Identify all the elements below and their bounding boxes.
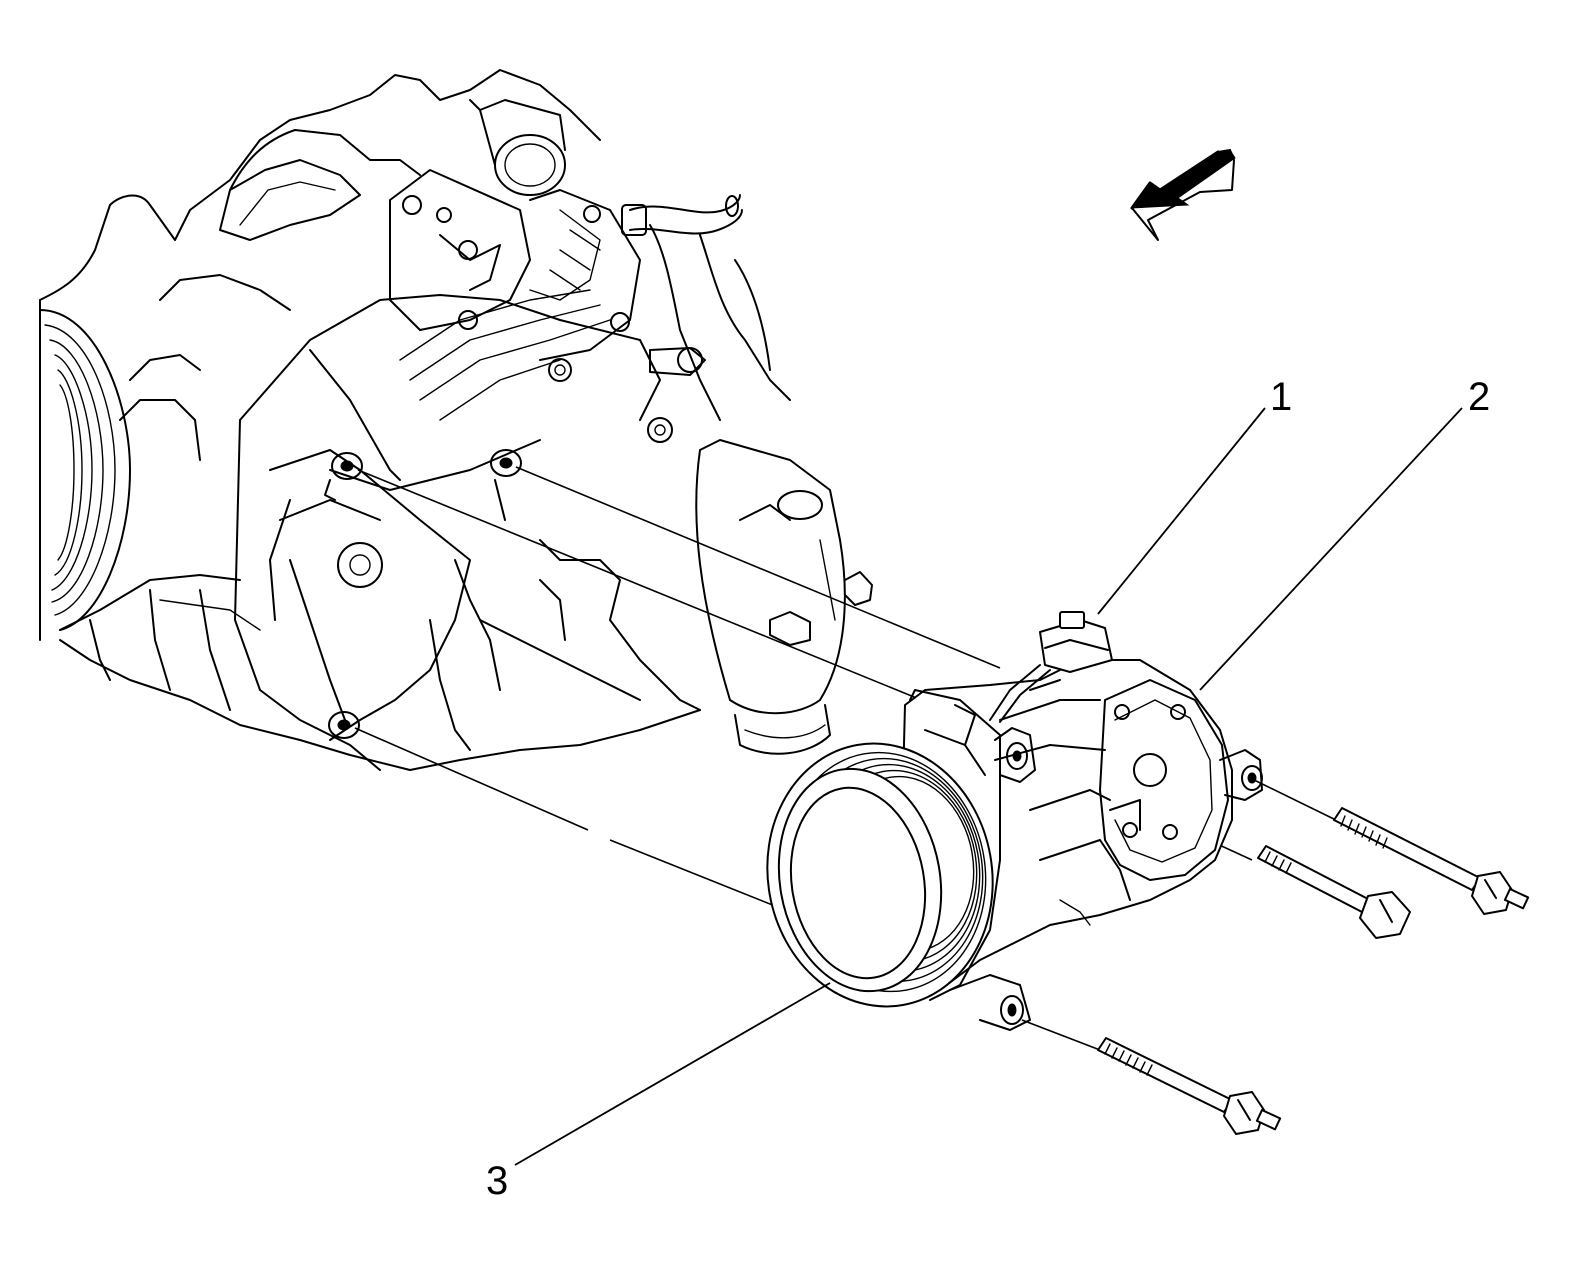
leader-line-2 — [1199, 407, 1463, 691]
crank-pulley — [39, 299, 131, 641]
alignment-line-upper-right — [515, 466, 1001, 669]
alignment-line-bolt-bottom — [1021, 1019, 1101, 1051]
coolant-hose — [621, 194, 791, 421]
engine-block-icon — [39, 69, 873, 771]
alignment-line-bolt-top — [1249, 777, 1341, 823]
compressor-bolt-upper — [1333, 807, 1530, 915]
electrical-connector — [989, 611, 1113, 723]
mount-boss-lower — [328, 711, 360, 739]
front-direction-arrow-icon — [1130, 149, 1236, 241]
alignment-line-lower-b — [609, 839, 791, 913]
alignment-line-lower-a — [354, 727, 589, 831]
callout-label-1: 1 — [1270, 375, 1292, 419]
callout-label-2: 2 — [1468, 375, 1490, 419]
callout-3: 3 — [486, 982, 831, 1203]
coolant-outlet — [469, 99, 566, 196]
bolt-icon — [1097, 807, 1530, 1135]
compressor-pulley — [766, 742, 994, 1008]
leader-line-1 — [1097, 407, 1266, 615]
callout-1: 1 — [1097, 375, 1292, 615]
compressor-bolt-middle — [1257, 845, 1411, 939]
oil-filter — [695, 439, 873, 755]
alignment-line-upper-left — [357, 469, 991, 729]
upper-mounting-bracket — [389, 169, 641, 361]
front-cover — [234, 289, 706, 771]
mount-boss-upper-right — [490, 449, 522, 521]
compressor-bolt-lower — [1097, 1037, 1282, 1135]
oil-pan — [59, 539, 701, 771]
callout-label-3: 3 — [486, 1159, 508, 1203]
callout-2: 2 — [1199, 375, 1490, 691]
callouts: 1 2 3 — [486, 375, 1490, 1203]
leader-line-3 — [514, 982, 831, 1166]
